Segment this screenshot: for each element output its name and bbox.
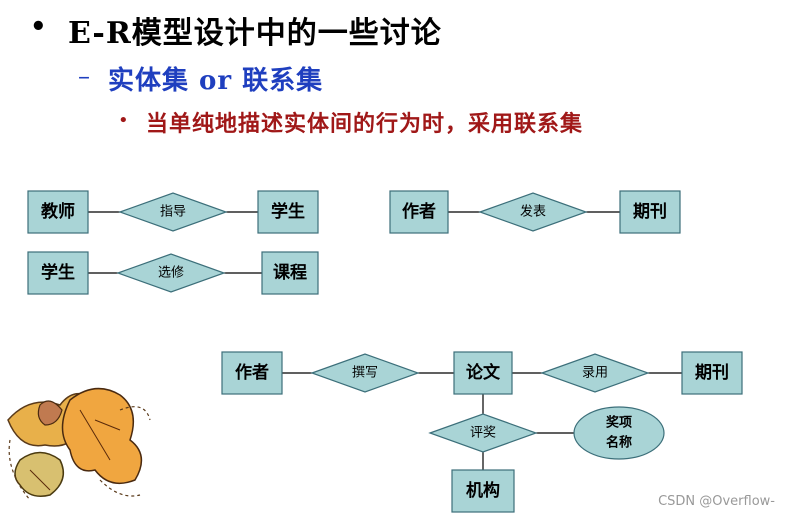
entity-author — [389, 190, 449, 234]
entity-student-2 — [27, 251, 89, 295]
entity-paper — [453, 351, 513, 395]
slide-title: E-R模型设计中的一些讨论 — [68, 16, 442, 51]
relation-publish — [478, 192, 588, 232]
entity-journal — [619, 190, 681, 234]
attribute-award-name — [573, 406, 665, 460]
bullet-level1: • — [30, 12, 47, 42]
entity-student-label: 学生 — [271, 201, 305, 222]
entity-org — [451, 469, 515, 513]
relation-elective-label: 选修 — [158, 266, 184, 281]
entity-author-2-label: 作者 — [235, 362, 269, 383]
entity-student — [257, 190, 319, 234]
entity-journal-label: 期刊 — [633, 202, 667, 222]
entity-author-2 — [221, 351, 283, 395]
relation-award-label: 评奖 — [470, 426, 496, 441]
diagram-teach: 教师 指导 学生 — [27, 190, 319, 234]
bullet-level3: • — [118, 110, 129, 131]
relation-accept-label: 录用 — [582, 366, 608, 381]
entity-author-label: 作者 — [402, 201, 436, 222]
slide-point: 当单纯地描述实体间的行为时，采用联系集 — [146, 111, 584, 137]
attribute-line1: 奖项 — [606, 415, 632, 431]
bullet-level2: – — [78, 62, 90, 90]
watermark: CSDN @Overflow- — [658, 494, 775, 509]
relation-write — [310, 353, 420, 393]
entity-paper-label: 论文 — [466, 362, 501, 383]
relation-write-label: 撰写 — [352, 366, 378, 381]
relation-publish-label: 发表 — [520, 204, 546, 220]
entity-org-label: 机构 — [466, 480, 500, 501]
entity-teacher-label: 教师 — [40, 201, 75, 222]
entity-journal-2 — [681, 351, 743, 395]
attribute-line2: 名称 — [606, 435, 632, 451]
entity-student-2-label: 学生 — [41, 262, 75, 283]
entity-course-label: 课程 — [273, 263, 307, 283]
relation-accept — [540, 353, 650, 393]
relation-elective — [116, 253, 226, 293]
diagram-paper: 作者 撰写 论文 录用 期刊 评奖 奖项 名称 机构 — [221, 351, 743, 513]
diagram-publish: 作者 发表 期刊 — [389, 190, 681, 234]
entity-course — [261, 251, 319, 295]
slide-subtitle: 实体集 or 联系集 — [108, 66, 324, 96]
diagram-course: 学生 选修 课程 — [27, 251, 319, 295]
entity-journal-2-label: 期刊 — [695, 363, 729, 383]
entity-teacher — [27, 190, 89, 234]
relation-award — [428, 413, 538, 453]
relation-guide-label: 指导 — [160, 205, 186, 220]
leaves-clipart — [7, 387, 151, 501]
relation-guide — [118, 192, 228, 232]
